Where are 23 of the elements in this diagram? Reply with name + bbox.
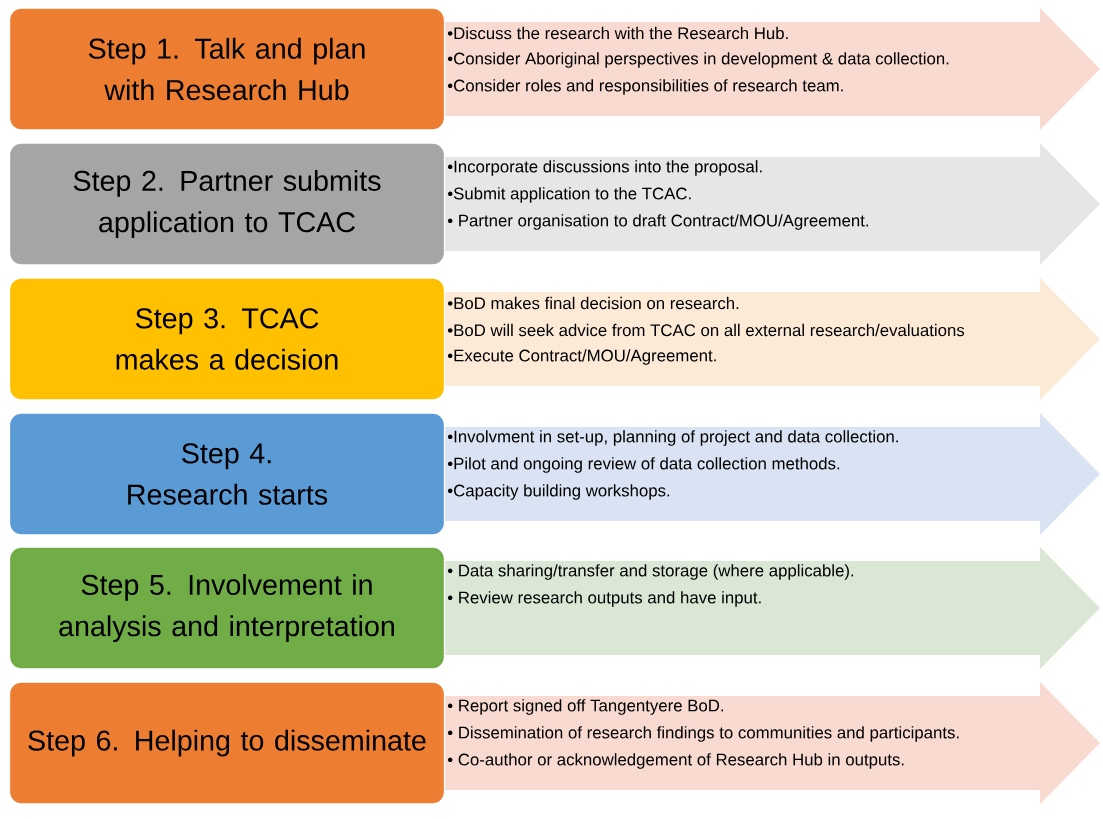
step-box: Step 6. Helping to disseminate (8, 681, 446, 805)
bullet-text: •Execute Contract/MOU/Agreement. (447, 349, 716, 365)
bullet-text: •BoD makes final decision on research. (447, 296, 739, 310)
bullet-text: •Pilot and ongoing review of data collection methods. (447, 457, 840, 473)
bullet-text: •BoD will seek advice from TCAC on all external research/evaluations (447, 323, 965, 337)
bullet-text: •Consider roles and responsibilities of research team. (447, 79, 843, 95)
step-box: Step 4. Research starts (8, 412, 446, 536)
bullet-text: • Co-author or acknowledgement of Research Hub in outputs. (447, 753, 904, 769)
step-box: Step 2. Partner submits application to TCAC (8, 142, 446, 266)
bullet-text: •Involvment in set-up, planning of project and data collection. (447, 430, 898, 446)
step-box: Step 3. TCAC makes a decision (8, 277, 446, 401)
bullet-text: • Dissemination of research findings to communities and participants. (447, 726, 959, 742)
bullet-text: •Capacity building workshops. (447, 484, 670, 500)
bullet-text: • Partner organisation to draft Contract/MOU/Agreement. (447, 214, 869, 230)
bullet-text: • Data sharing/transfer and storage (where applicable). (447, 564, 854, 580)
bullet-text: • Review research outputs and have input. (447, 591, 761, 607)
bullet-text: •Discuss the research with the Research Hub. (447, 26, 788, 40)
bullet-text: •Consider Aboriginal perspectives in development & data collection. (447, 52, 949, 68)
step-box: Step 5. Involvement in analysis and interpretation (8, 546, 446, 670)
step-box: Step 1. Talk and plan with Research Hub (8, 7, 446, 131)
bullet-text: •Submit application to the TCAC. (447, 187, 691, 203)
bullet-text: •Incorporate discussions into the proposal. (447, 160, 762, 176)
bullet-text: • Report signed off Tangentyere BoD. (447, 699, 724, 715)
